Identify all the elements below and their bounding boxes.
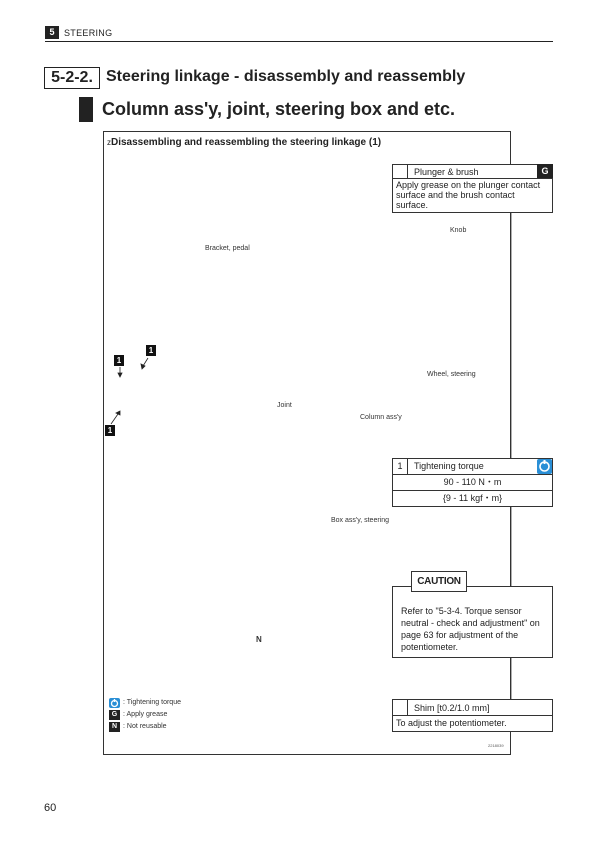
grease-icon: G [537,164,553,178]
figure-frame [103,131,511,755]
label-wheel-steering: Wheel, steering [427,371,476,378]
torque-icon [109,698,120,708]
legend-torque-text: : Tightening torque [123,699,181,706]
chapter-title: STEERING [64,28,113,38]
shim-title: Shim [t0.2/1.0 mm] [414,703,490,713]
legend-grease-text: : Apply grease [123,711,168,718]
callout-text: Apply grease on the plunger contact surf… [396,180,541,210]
label-n-mark: N [256,635,262,644]
chapter-number: 5 [45,26,59,39]
callout-index-cell [393,165,408,178]
callout-index-cell [393,700,408,715]
marker-arrow [142,357,149,367]
label-bracket-pedal: Bracket, pedal [205,245,250,252]
shim-callout: Shim [t0.2/1.0 mm] To adjust the potenti… [392,699,553,732]
callout-header: Plunger & brush [393,165,552,179]
figure-code: 2218039 [488,743,504,748]
tightening-torque-callout: 1 Tightening torque 90 - 110 N・m {9 - 11… [392,458,553,507]
callout-title: Plunger & brush [414,167,479,177]
grease-icon: G [109,710,120,720]
torque-index: 1 [393,459,408,474]
callout-header: Shim [t0.2/1.0 mm] [393,700,552,716]
subsection-marker [79,97,93,122]
shim-text: To adjust the potentiometer. [396,718,507,728]
plunger-brush-callout: Plunger & brush Apply grease on the plun… [392,164,553,213]
marker-1: 1 [146,345,156,356]
marker-1: 1 [114,355,124,366]
label-box-assy-steering: Box ass'y, steering [331,517,390,524]
page-number: 60 [44,802,57,814]
header-divider [45,41,553,42]
caution-label: CAUTION [411,571,467,592]
caution-text: Refer to "5-3-4. Torque sensor neutral -… [401,606,540,652]
marker-1: 1 [105,425,115,436]
marker-arrowhead [115,410,121,416]
torque-value-kgf: {9 - 11 kgf・m} [442,493,503,503]
marker-arrow [110,413,119,425]
section-title: Steering linkage - disassembly and reass… [106,68,466,85]
figure-title-prefix: z [107,138,111,147]
label-joint: Joint [277,402,292,409]
marker-arrowhead [117,372,123,378]
label-column-assy: Column ass'y [360,414,402,421]
caution-callout: Refer to "5-3-4. Torque sensor neutral -… [392,586,553,658]
marker-arrowhead [140,363,146,370]
legend-not-reusable-text: : Not reusable [123,723,167,730]
subsection-title: Column ass'y, joint, steering box and et… [102,99,456,119]
torque-title: Tightening torque [414,461,484,471]
torque-icon [537,459,552,474]
torque-header-row: 1 Tightening torque [393,459,552,475]
section-number: 5-2-2. [44,67,100,89]
torque-value-nm: 90 - 110 N・m [393,475,552,491]
figure-title: zDisassembling and reassembling the stee… [107,137,381,148]
not-reusable-icon: N [109,722,120,732]
figure-title-text: Disassembling and reassembling the steer… [111,137,382,148]
label-knob: Knob [450,227,467,234]
